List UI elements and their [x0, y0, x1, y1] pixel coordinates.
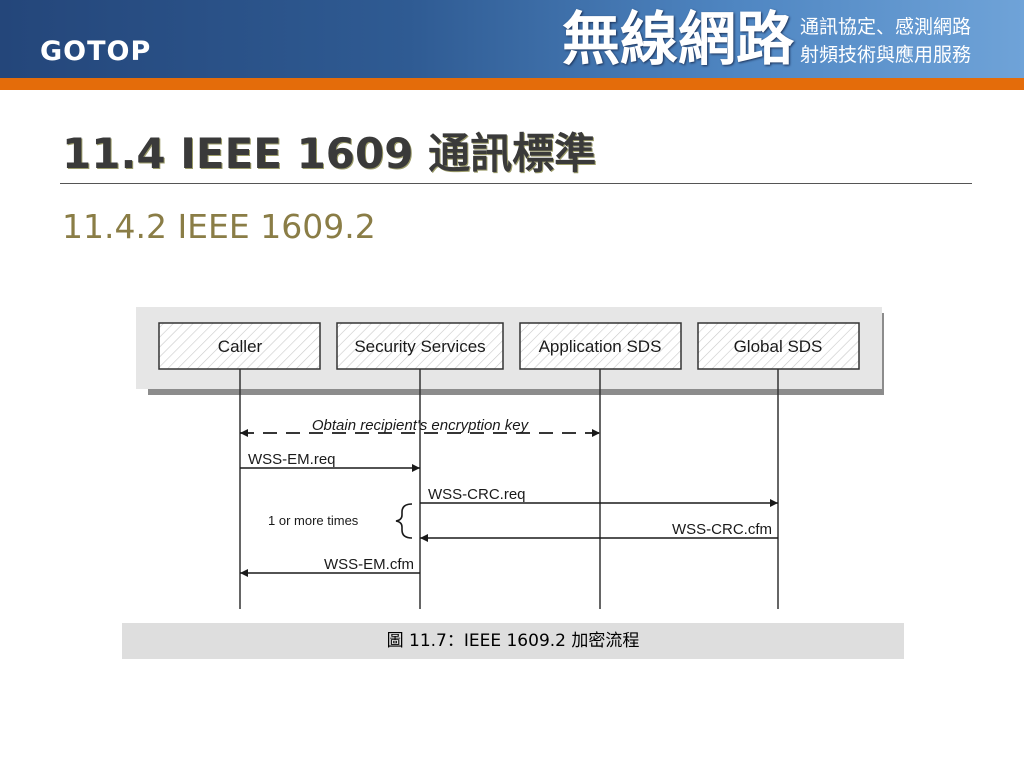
participant-global-sds-label: Global SDS — [734, 337, 823, 356]
sequence-diagram: Caller Security Services Application SDS… — [136, 307, 884, 609]
book-title: 無線網路 — [562, 5, 795, 73]
loop-brace — [395, 503, 413, 539]
participant-global-sds: Global SDS — [697, 322, 860, 370]
participant-security-services-label: Security Services — [354, 337, 485, 356]
participant-application-sds-label: Application SDS — [539, 337, 662, 356]
message-wss-em-cfm-label: WSS-EM.cfm — [324, 556, 414, 573]
message-wss-crc-req-label: WSS-CRC.req — [428, 486, 526, 503]
book-subtitle: 通訊協定、感測網路 射頻技術與應用服務 — [800, 13, 971, 69]
book-subtitle-line2: 射頻技術與應用服務 — [800, 44, 972, 66]
participant-caller-label: Caller — [218, 337, 263, 356]
gotop-logo: GOTOP — [40, 36, 152, 67]
slide-subtitle: 11.4.2 IEEE 1609.2 — [62, 207, 376, 246]
participant-application-sds: Application SDS — [519, 322, 682, 370]
message-wss-em-req-label: WSS-EM.req — [248, 451, 336, 468]
header-stripe — [0, 78, 1024, 90]
message-wss-crc-cfm-label: WSS-CRC.cfm — [672, 521, 772, 538]
sequence-diagram-figure: Caller Security Services Application SDS… — [122, 305, 904, 661]
loop-note: 1 or more times — [268, 513, 359, 528]
title-divider — [60, 183, 972, 184]
book-subtitle-line1: 通訊協定、感測網路 — [800, 16, 972, 38]
figure-caption: 圖 11.7：IEEE 1609.2 加密流程 — [122, 623, 904, 659]
message-obtain-key-label: Obtain recipient's encryption key — [312, 417, 530, 434]
slide-title: 11.4 IEEE 1609 通訊標準 — [62, 129, 597, 178]
participant-caller: Caller — [158, 322, 321, 370]
participant-security-services: Security Services — [336, 322, 504, 370]
header-banner: GOTOP 無線網路 通訊協定、感測網路 射頻技術與應用服務 — [0, 0, 1024, 78]
